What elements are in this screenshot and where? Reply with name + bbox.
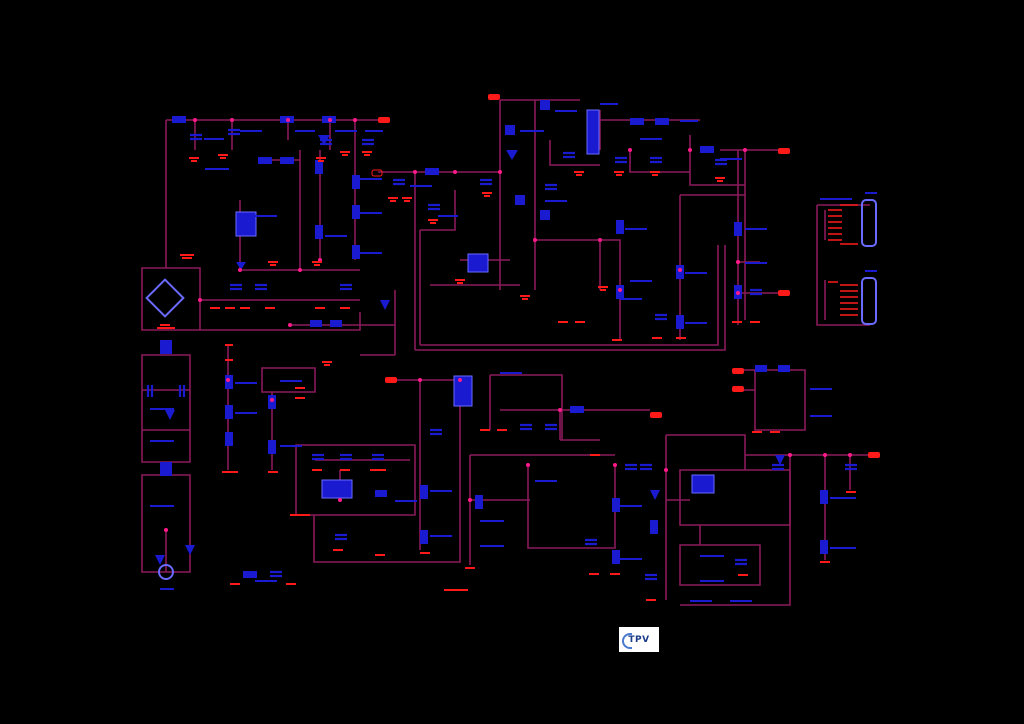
ic-buck-converter xyxy=(691,474,715,494)
ic-optocoupler xyxy=(467,253,489,273)
logo-text: TPV xyxy=(628,634,650,645)
net-flag xyxy=(868,452,880,458)
net-labels xyxy=(157,94,880,601)
components xyxy=(145,100,877,581)
connector-pins xyxy=(828,204,858,316)
ic-bridge-rectifier xyxy=(145,278,185,318)
net-flag xyxy=(378,117,390,123)
ic-regulator xyxy=(453,375,473,407)
connector-1 xyxy=(861,199,877,247)
tpv-logo: TPV xyxy=(619,627,659,652)
net-flag xyxy=(650,412,662,418)
net-flag xyxy=(732,368,744,374)
resistors xyxy=(160,100,828,578)
junctions xyxy=(164,118,852,532)
net-flag xyxy=(732,386,744,392)
ground-symbols xyxy=(157,151,856,601)
net-flag xyxy=(778,290,790,296)
net-flag xyxy=(385,377,397,383)
net-flag xyxy=(778,148,790,154)
component-labels xyxy=(150,103,877,602)
diodes xyxy=(155,135,785,565)
ic-mosfet-driver xyxy=(321,479,353,499)
ic-pwm-controller xyxy=(235,211,257,237)
input-jack xyxy=(158,564,174,580)
tpv-swoosh-icon xyxy=(622,633,632,649)
net-flag xyxy=(488,94,500,100)
net-flag xyxy=(371,169,383,177)
wires xyxy=(141,99,880,606)
capacitors xyxy=(146,128,857,581)
connector-2 xyxy=(861,277,877,325)
ic-transformer xyxy=(586,109,600,155)
